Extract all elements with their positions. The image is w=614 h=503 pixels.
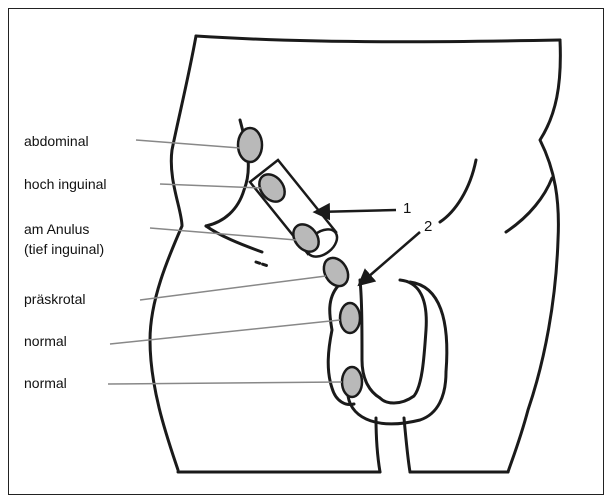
arrow-1	[316, 210, 396, 212]
label-prescrotal: präskrotal	[24, 290, 85, 308]
leader-prescrotal	[140, 276, 326, 300]
label-normal-2: normal	[24, 374, 67, 392]
label-annulus-line2: (tief inguinal)	[24, 240, 104, 258]
marker-1: 1	[403, 200, 411, 217]
right-inguinal-groove	[506, 178, 552, 232]
testis-prescrotal	[319, 254, 353, 291]
left-inguinal-groove	[206, 226, 262, 252]
leader-annulus	[150, 228, 296, 240]
marker-2: 2	[424, 218, 432, 235]
waist-outline	[196, 36, 560, 42]
label-abdominal: abdominal	[24, 132, 89, 150]
scrotum-right	[380, 280, 426, 403]
leader-abdominal	[136, 140, 240, 148]
label-normal-1: normal	[24, 332, 67, 350]
testis-abdominal	[238, 128, 262, 162]
left-inguinal-dash	[256, 262, 268, 266]
left-body-outline	[150, 36, 196, 470]
right-leg-inner	[404, 418, 410, 472]
label-high-inguinal: hoch inguinal	[24, 175, 107, 193]
leader-normal-2	[108, 382, 342, 384]
scrotum-lateral	[410, 282, 447, 372]
testis-normal-upper	[340, 303, 360, 333]
leader-normal-1	[110, 320, 340, 344]
left-leg-inner	[376, 418, 380, 472]
label-annulus-line1: am Anulus	[24, 220, 89, 238]
testis-normal-lower	[342, 367, 362, 397]
arrow-2	[360, 232, 420, 284]
abdomen-right-curve	[440, 160, 476, 222]
right-body-outline	[508, 40, 560, 472]
